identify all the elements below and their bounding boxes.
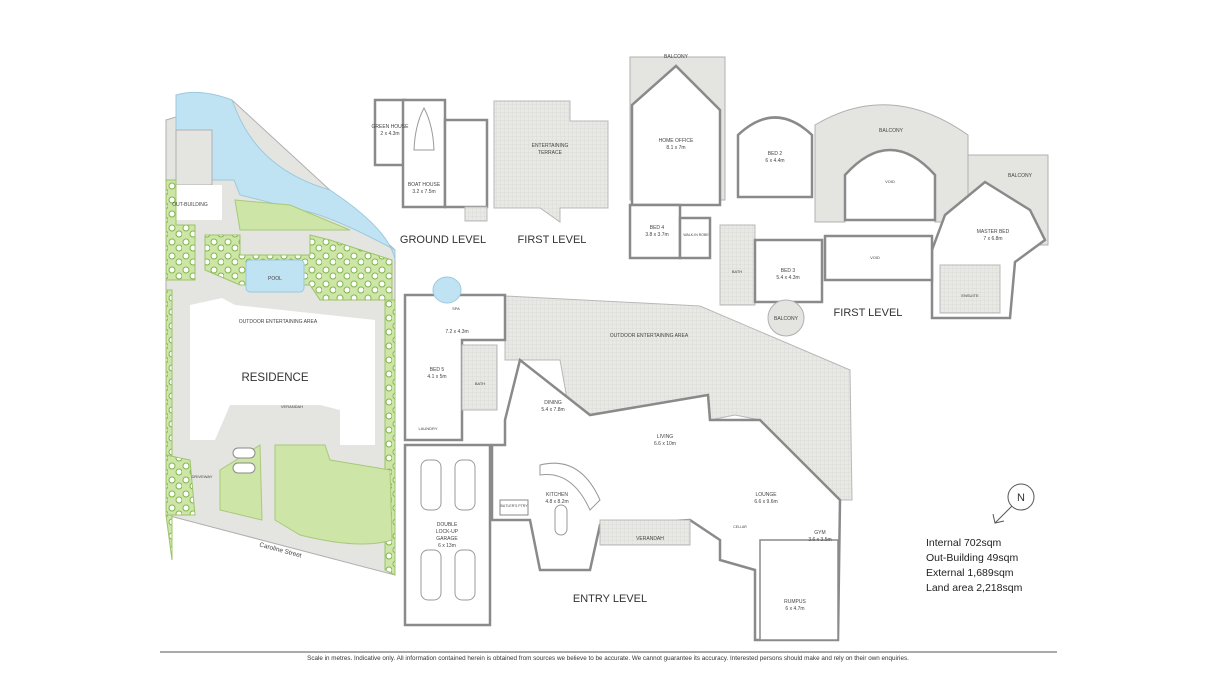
driveway-label: DRIVEWAY <box>192 474 213 479</box>
bed4-label: BED 4 <box>650 225 665 231</box>
garage-size: 6 x 13m <box>438 543 456 549</box>
butlers-pantry-label: BUTLER'S PTRY <box>500 504 528 508</box>
kitchen-label: KITCHEN <box>546 492 568 498</box>
garage-label-1: DOUBLE <box>437 522 458 528</box>
first-level-plan: BALCONY HOME OFFICE 8.1 x 7m BED 2 6 x 4… <box>628 54 1049 337</box>
boat-house-label: BOAT HOUSE <box>408 182 441 188</box>
entry-level-title: ENTRY LEVEL <box>573 593 647 605</box>
ground-level-title: GROUND LEVEL <box>400 234 486 246</box>
water <box>175 91 396 261</box>
terrace-label-2: TERRACE <box>538 150 563 156</box>
ensuite-label: ENSUITE <box>961 293 979 298</box>
gym-size: 3.6 x 3.5m <box>808 537 831 543</box>
boat-house-size: 3.2 x 7.5m <box>412 189 435 195</box>
bed4-size: 3.8 x 3.7m <box>645 232 668 238</box>
home-office-label: HOME OFFICE <box>659 138 694 144</box>
dining-size: 5.4 x 7.8m <box>541 407 564 413</box>
terrace-label-1: ENTERTAINING <box>532 143 569 149</box>
site-outdoor-area-label: OUTDOOR ENTERTAINING AREA <box>239 319 318 325</box>
balcony-label-right: BALCONY <box>1008 173 1033 179</box>
dining-label: DINING <box>544 400 562 406</box>
out-building-label: OUT-BUILDING <box>172 202 208 208</box>
entry-bath-label: BATH <box>475 381 485 386</box>
void-label-lower: VOID <box>870 255 880 260</box>
out-building-area: Out-Building 49sqm <box>926 552 1018 564</box>
cellar-label: CELLAR <box>733 525 747 529</box>
green-house-size: 2 x 4.3m <box>380 131 399 137</box>
pool-water <box>245 259 305 293</box>
bed3-label: BED 3 <box>781 268 796 274</box>
kitchen-size: 4.8 x 8.2m <box>545 499 568 505</box>
bed2-size: 6 x 4.4m <box>765 158 784 164</box>
balcony-label-bottom: BALCONY <box>774 316 799 322</box>
internal-area: Internal 702sqm <box>926 537 1002 549</box>
first-level-title: FIRST LEVEL <box>834 307 903 319</box>
land-area: Land area 2,218sqm <box>926 582 1023 594</box>
garage-cars <box>420 459 476 601</box>
disclaimer: Scale in metres. Indicative only. All in… <box>307 655 909 662</box>
bed5-label: BED 5 <box>430 367 445 373</box>
lounge-size: 6.6 x 9.6m <box>754 499 777 505</box>
rumpus-label: RUMPUS <box>784 599 806 605</box>
garage-label-3: GARAGE <box>436 536 458 542</box>
entry-outdoor-area-label: OUTDOOR ENTERTAINING AREA <box>610 333 689 339</box>
rumpus-size: 6 x 4.7m <box>785 606 804 612</box>
compass-icon: N <box>992 483 1035 524</box>
entry-verandah-label: VERANDAH <box>636 536 664 542</box>
site-plan: OUT-BUILDING POOL OUTDOOR ENTERTAINING A… <box>165 91 396 576</box>
area-summary: Internal 702sqm Out-Building 49sqm Exter… <box>926 537 1023 594</box>
external-area: External 1,689sqm <box>926 567 1014 579</box>
garage-label-2: LOCK-UP <box>436 529 459 535</box>
spa-size: 7.2 x 4.3m <box>445 329 468 335</box>
green-house-label: GREEN HOUSE <box>372 124 410 130</box>
laundry-label: LAUNDRY <box>418 426 437 431</box>
home-office-size: 8.1 x 7m <box>666 145 685 151</box>
living-label: LIVING <box>657 434 674 440</box>
terrace-level-title: FIRST LEVEL <box>518 234 587 246</box>
bed3-size: 5.4 x 4.3m <box>776 275 799 281</box>
master-bed-label: MASTER BED <box>977 229 1010 235</box>
master-bed-size: 7 x 6.8m <box>983 236 1002 242</box>
spa-water <box>432 276 462 304</box>
entry-level-plan: SPA 7.2 x 4.3m OUTDOOR ENTERTAINING AREA… <box>403 276 853 642</box>
balcony-label-arc: BALCONY <box>879 128 904 134</box>
walk-in-robe-label: WALK-IN ROBE <box>683 233 709 237</box>
lounge-label: LOUNGE <box>755 492 777 498</box>
residence-label: RESIDENCE <box>241 372 308 384</box>
site-verandah-label: VERANDAH <box>281 404 303 409</box>
bed2-label: BED 2 <box>768 151 783 157</box>
upper-bath-label: BATH <box>732 269 742 274</box>
boathouse-plan: GREEN HOUSE 2 x 4.3m BOAT HOUSE 3.2 x 7.… <box>372 98 609 246</box>
gym-label: GYM <box>814 530 825 536</box>
spa-label: SPA <box>452 306 460 311</box>
living-size: 6.6 x 10m <box>654 441 676 447</box>
bed5-size: 4.1 x 5m <box>427 374 446 380</box>
pool-label: POOL <box>268 276 282 282</box>
void-label-upper: VOID <box>885 179 895 184</box>
balcony-label-top: BALCONY <box>664 54 689 60</box>
compass-north-letter: N <box>1017 492 1025 504</box>
